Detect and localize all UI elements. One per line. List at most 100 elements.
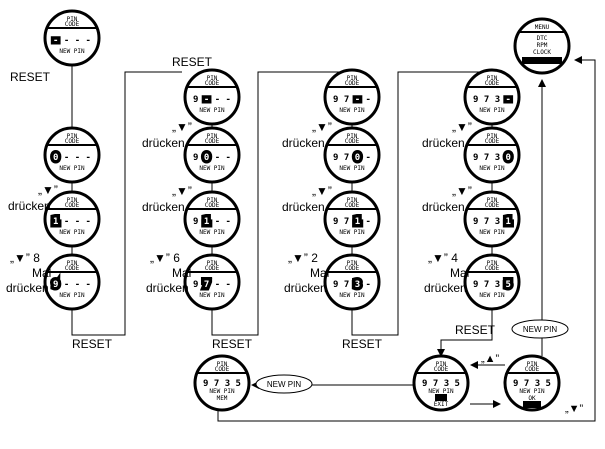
dial-new-pin-label: NEW PIN: [199, 107, 225, 114]
dial-bezel: [412, 354, 470, 412]
dial-new-pin-label: NEW PIN: [199, 165, 225, 172]
step-druecken: drücken: [282, 200, 325, 214]
pin-rest: - -: [209, 217, 231, 227]
dial-new-pin-label: NEW PIN: [339, 229, 365, 236]
dial-pin-value: 0 - - -: [53, 153, 91, 163]
dial-label-code: CODE: [485, 80, 500, 87]
step-arrow: „▼”: [172, 120, 192, 134]
dial-label-pin: PIN: [487, 133, 498, 140]
dial-label-pin: PIN: [207, 260, 218, 267]
reset-label: RESET: [342, 337, 383, 351]
dial-pin-value: 9 7 3 5: [473, 280, 511, 290]
new-pin-bubble-text: NEW PIN: [267, 380, 301, 389]
dial-new-pin-label: NEW PIN: [199, 292, 225, 299]
dial-label-code: CODE: [485, 265, 500, 272]
dial-pin-value: - - - -: [53, 36, 91, 46]
step-arrow: „▼”: [172, 184, 192, 198]
dial-label-pin: PIN: [347, 260, 358, 267]
dial-exit-label: EXIT: [434, 401, 449, 408]
ok-highlight: [435, 394, 447, 401]
step-druecken: drücken: [142, 200, 185, 214]
dial-label-pin: PIN: [67, 133, 78, 140]
step-mal: Mal: [172, 266, 191, 280]
new-pin-bubble-left: NEW PIN: [255, 374, 313, 394]
dial-new-pin-label: NEW PIN: [339, 165, 365, 172]
dial-label-pin: PIN: [487, 197, 498, 204]
step-druecken: drücken: [142, 136, 185, 150]
dial-label-pin: PIN: [217, 361, 228, 368]
step-druecken: drücken: [6, 281, 49, 295]
dial-pin-value: 9 7 3 5: [203, 379, 241, 389]
dial-label-pin: PIN: [436, 361, 447, 368]
dial-pin-value: 9 7 3 -: [473, 95, 511, 105]
dial-label-code: CODE: [345, 138, 360, 145]
pin-prefix: 9 7: [333, 153, 355, 163]
dial-new-pin-label: NEW PIN: [479, 229, 505, 236]
step-druecken: drücken: [282, 136, 325, 150]
dial-pin-value: 1 - - -: [53, 217, 91, 227]
dial-bezel: [43, 190, 101, 248]
dial-label-pin: PIN: [347, 75, 358, 82]
dial-label-code: CODE: [205, 80, 220, 87]
pin-rest: -: [360, 153, 371, 163]
pin-cursor: 0: [506, 153, 511, 163]
dial-label-code: CODE: [485, 138, 500, 145]
dial-label-code: CODE: [345, 265, 360, 272]
menu-item: RPM: [537, 42, 548, 49]
dial-pin-value: 9 7 3 0: [473, 153, 511, 163]
pin-cursor: 5: [506, 280, 511, 290]
pin-prefix: 9 7: [333, 280, 355, 290]
step-druecken: drücken: [284, 281, 327, 295]
dial-bezel: [43, 9, 101, 67]
menu-item: CLOCK: [533, 49, 551, 56]
dial-new-pin-label: NEW PIN: [428, 388, 454, 395]
dial-pin-value: 9 7 - -: [333, 95, 371, 105]
dial-bezel: [323, 126, 381, 184]
dial-bezel: [193, 354, 251, 412]
dial-label-pin: PIN: [207, 133, 218, 140]
dial-new-pin-label: NEW PIN: [339, 292, 365, 299]
pin-rest: -: [360, 95, 371, 105]
dial-new-pin-label: NEW PIN: [479, 107, 505, 114]
dial-new-pin-label: NEW PIN: [339, 107, 365, 114]
pin-rest: - - -: [58, 280, 91, 290]
dial-pin-value: 9 7 3 1: [473, 217, 511, 227]
dial-bezel: [43, 253, 101, 311]
dial-label-pin: PIN: [487, 260, 498, 267]
step-arrow: „▼” 6: [150, 251, 180, 265]
dial-bezel: [323, 253, 381, 311]
dial-new-pin-label: NEW PIN: [209, 388, 235, 395]
step-druecken: drücken: [422, 136, 465, 150]
new-pin-bubble-right: NEW PIN: [511, 319, 569, 339]
exit-highlight: [523, 401, 541, 408]
dial-new-pin-label: NEW PIN: [479, 165, 505, 172]
dial-bezel: [183, 253, 241, 311]
dial-pin-value: 9 7 3 -: [333, 280, 371, 290]
dial-label-code: CODE: [485, 202, 500, 209]
reset-label: RESET: [455, 323, 496, 337]
dial-bezel: [183, 126, 241, 184]
dial-label-code: CODE: [434, 366, 449, 373]
menu-item-selected: PIN CODE: [528, 58, 557, 65]
dial-label-pin: PIN: [527, 361, 538, 368]
pin-prefix: 9 7: [333, 95, 355, 105]
dial-label-pin: PIN: [487, 75, 498, 82]
dial-bezel: [183, 190, 241, 248]
dial-label-code: CODE: [65, 138, 80, 145]
pin-rest: - -: [209, 153, 231, 163]
pin-prefix: 9: [193, 217, 204, 227]
dial-label-code: CODE: [205, 265, 220, 272]
dial-label-code: CODE: [65, 265, 80, 272]
